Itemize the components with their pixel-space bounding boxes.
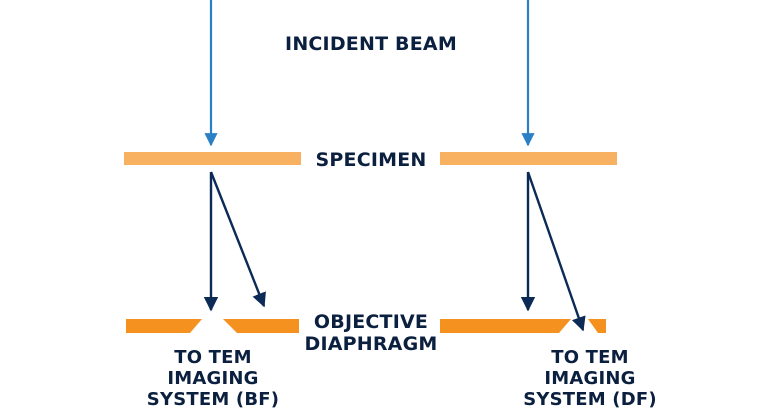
label-specimen: SPECIMEN (316, 149, 427, 171)
diffracted-beam-left (209, 171, 266, 308)
df-caption-line3: SYSTEM (DF) (523, 389, 657, 410)
label-objective: OBJECTIVE (314, 311, 428, 333)
diffracted-beam-right (526, 171, 586, 332)
label-incident-beam: INCIDENT BEAM (285, 33, 457, 55)
df-caption-line2: IMAGING (544, 368, 635, 389)
diaphragm-right-segment-1 (440, 319, 571, 333)
diaphragm-left-segment-2 (223, 319, 299, 333)
label-diaphragm: DIAPHRAGM (304, 333, 437, 355)
bf-caption-line2: IMAGING (167, 368, 258, 389)
bf-caption-line3: SYSTEM (BF) (147, 389, 279, 410)
df-caption-line1: TO TEM (551, 347, 629, 368)
diaphragm-right-segment-2 (588, 319, 606, 333)
bf-caption-line1: TO TEM (174, 347, 252, 368)
specimen-right (440, 152, 617, 165)
diaphragm-left-segment-1 (126, 319, 202, 333)
specimen-left (124, 152, 301, 165)
